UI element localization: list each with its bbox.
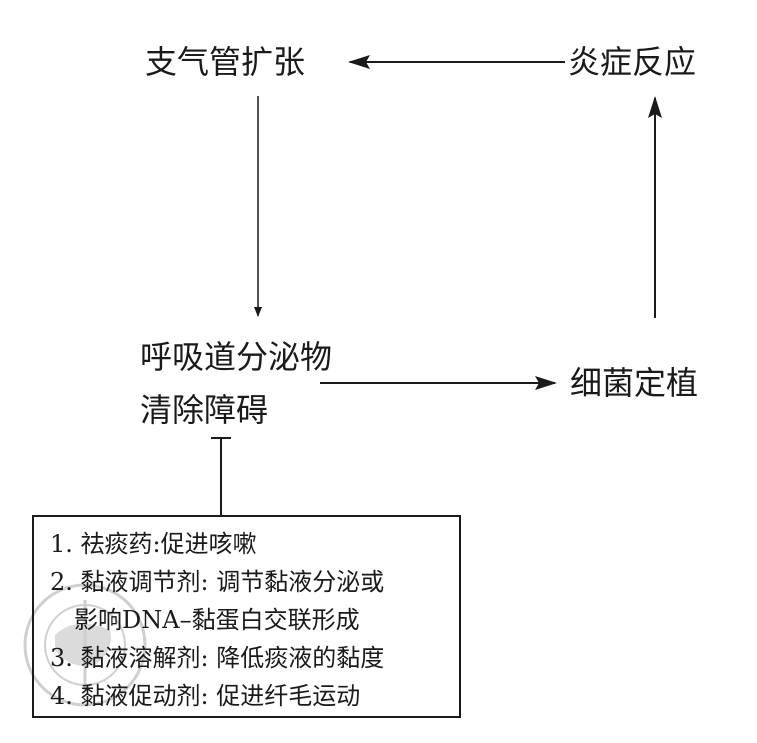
treatment-item-2-cont: 影响DNA–黏蛋白交联形成 bbox=[74, 606, 360, 634]
node-bronchiectasis: 支气管扩张 bbox=[145, 43, 306, 81]
node-colonization: 细菌定植 bbox=[570, 364, 699, 402]
treatment-item-1: 1. 祛痰药:促进咳嗽 bbox=[50, 530, 257, 558]
node-secretion-line1: 呼吸道分泌物 bbox=[140, 338, 333, 376]
treatment-box: 1. 祛痰药:促进咳嗽 2. 黏液调节剂: 调节黏液分泌或 影响DNA–黏蛋白交… bbox=[32, 515, 461, 718]
node-secretion-line2: 清除障碍 bbox=[140, 391, 269, 429]
treatment-item-3: 3. 黏液溶解剂: 降低痰液的黏度 bbox=[50, 644, 385, 672]
treatment-item-4: 4. 黏液促动剂: 促进纤毛运动 bbox=[50, 682, 361, 710]
treatment-item-2: 2. 黏液调节剂: 调节黏液分泌或 bbox=[50, 568, 385, 596]
node-inflammation: 炎症反应 bbox=[568, 43, 697, 81]
watermark-seal-icon bbox=[23, 583, 147, 707]
